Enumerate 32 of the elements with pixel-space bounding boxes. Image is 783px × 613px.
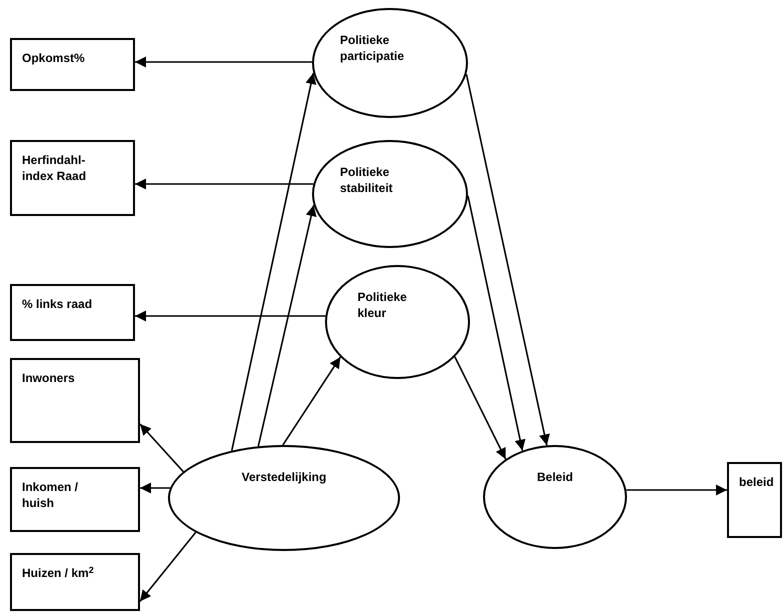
node-label: Politieke stabiliteit (340, 164, 394, 196)
node-label: Verstedelijking (242, 469, 326, 485)
arrow (140, 482, 170, 494)
arrow (467, 196, 526, 451)
node-label: Huizen / km$^{2}$ (22, 565, 95, 581)
indicator-box (10, 38, 135, 91)
indicator-box (10, 140, 135, 216)
arrow (230, 72, 316, 451)
arrow (258, 204, 317, 446)
node-label: beleid (739, 474, 775, 490)
arrow (282, 356, 342, 446)
arrow (135, 310, 326, 322)
arrow (135, 178, 314, 190)
node-label: Opkomst% (22, 50, 86, 66)
indicator-box (10, 358, 140, 443)
indicator-box (10, 553, 140, 611)
indicator-box (727, 462, 782, 538)
node-label: Politieke kleur (358, 289, 408, 321)
node-label: Politieke participatie (340, 32, 406, 64)
arrow (139, 532, 196, 602)
node-label: Inwoners (22, 370, 76, 386)
node-label: Inkomen / huish (22, 479, 80, 511)
arrow (466, 74, 550, 446)
arrow (454, 356, 506, 460)
arrow (139, 423, 184, 472)
arrow (135, 56, 312, 68)
node-label: Beleid (536, 469, 573, 485)
indicator-box (10, 284, 135, 341)
indicator-box (10, 467, 140, 532)
arrow (626, 484, 727, 496)
node-label: % links raad (22, 296, 94, 312)
node-label: Herfindahl-index Raad (22, 152, 88, 184)
